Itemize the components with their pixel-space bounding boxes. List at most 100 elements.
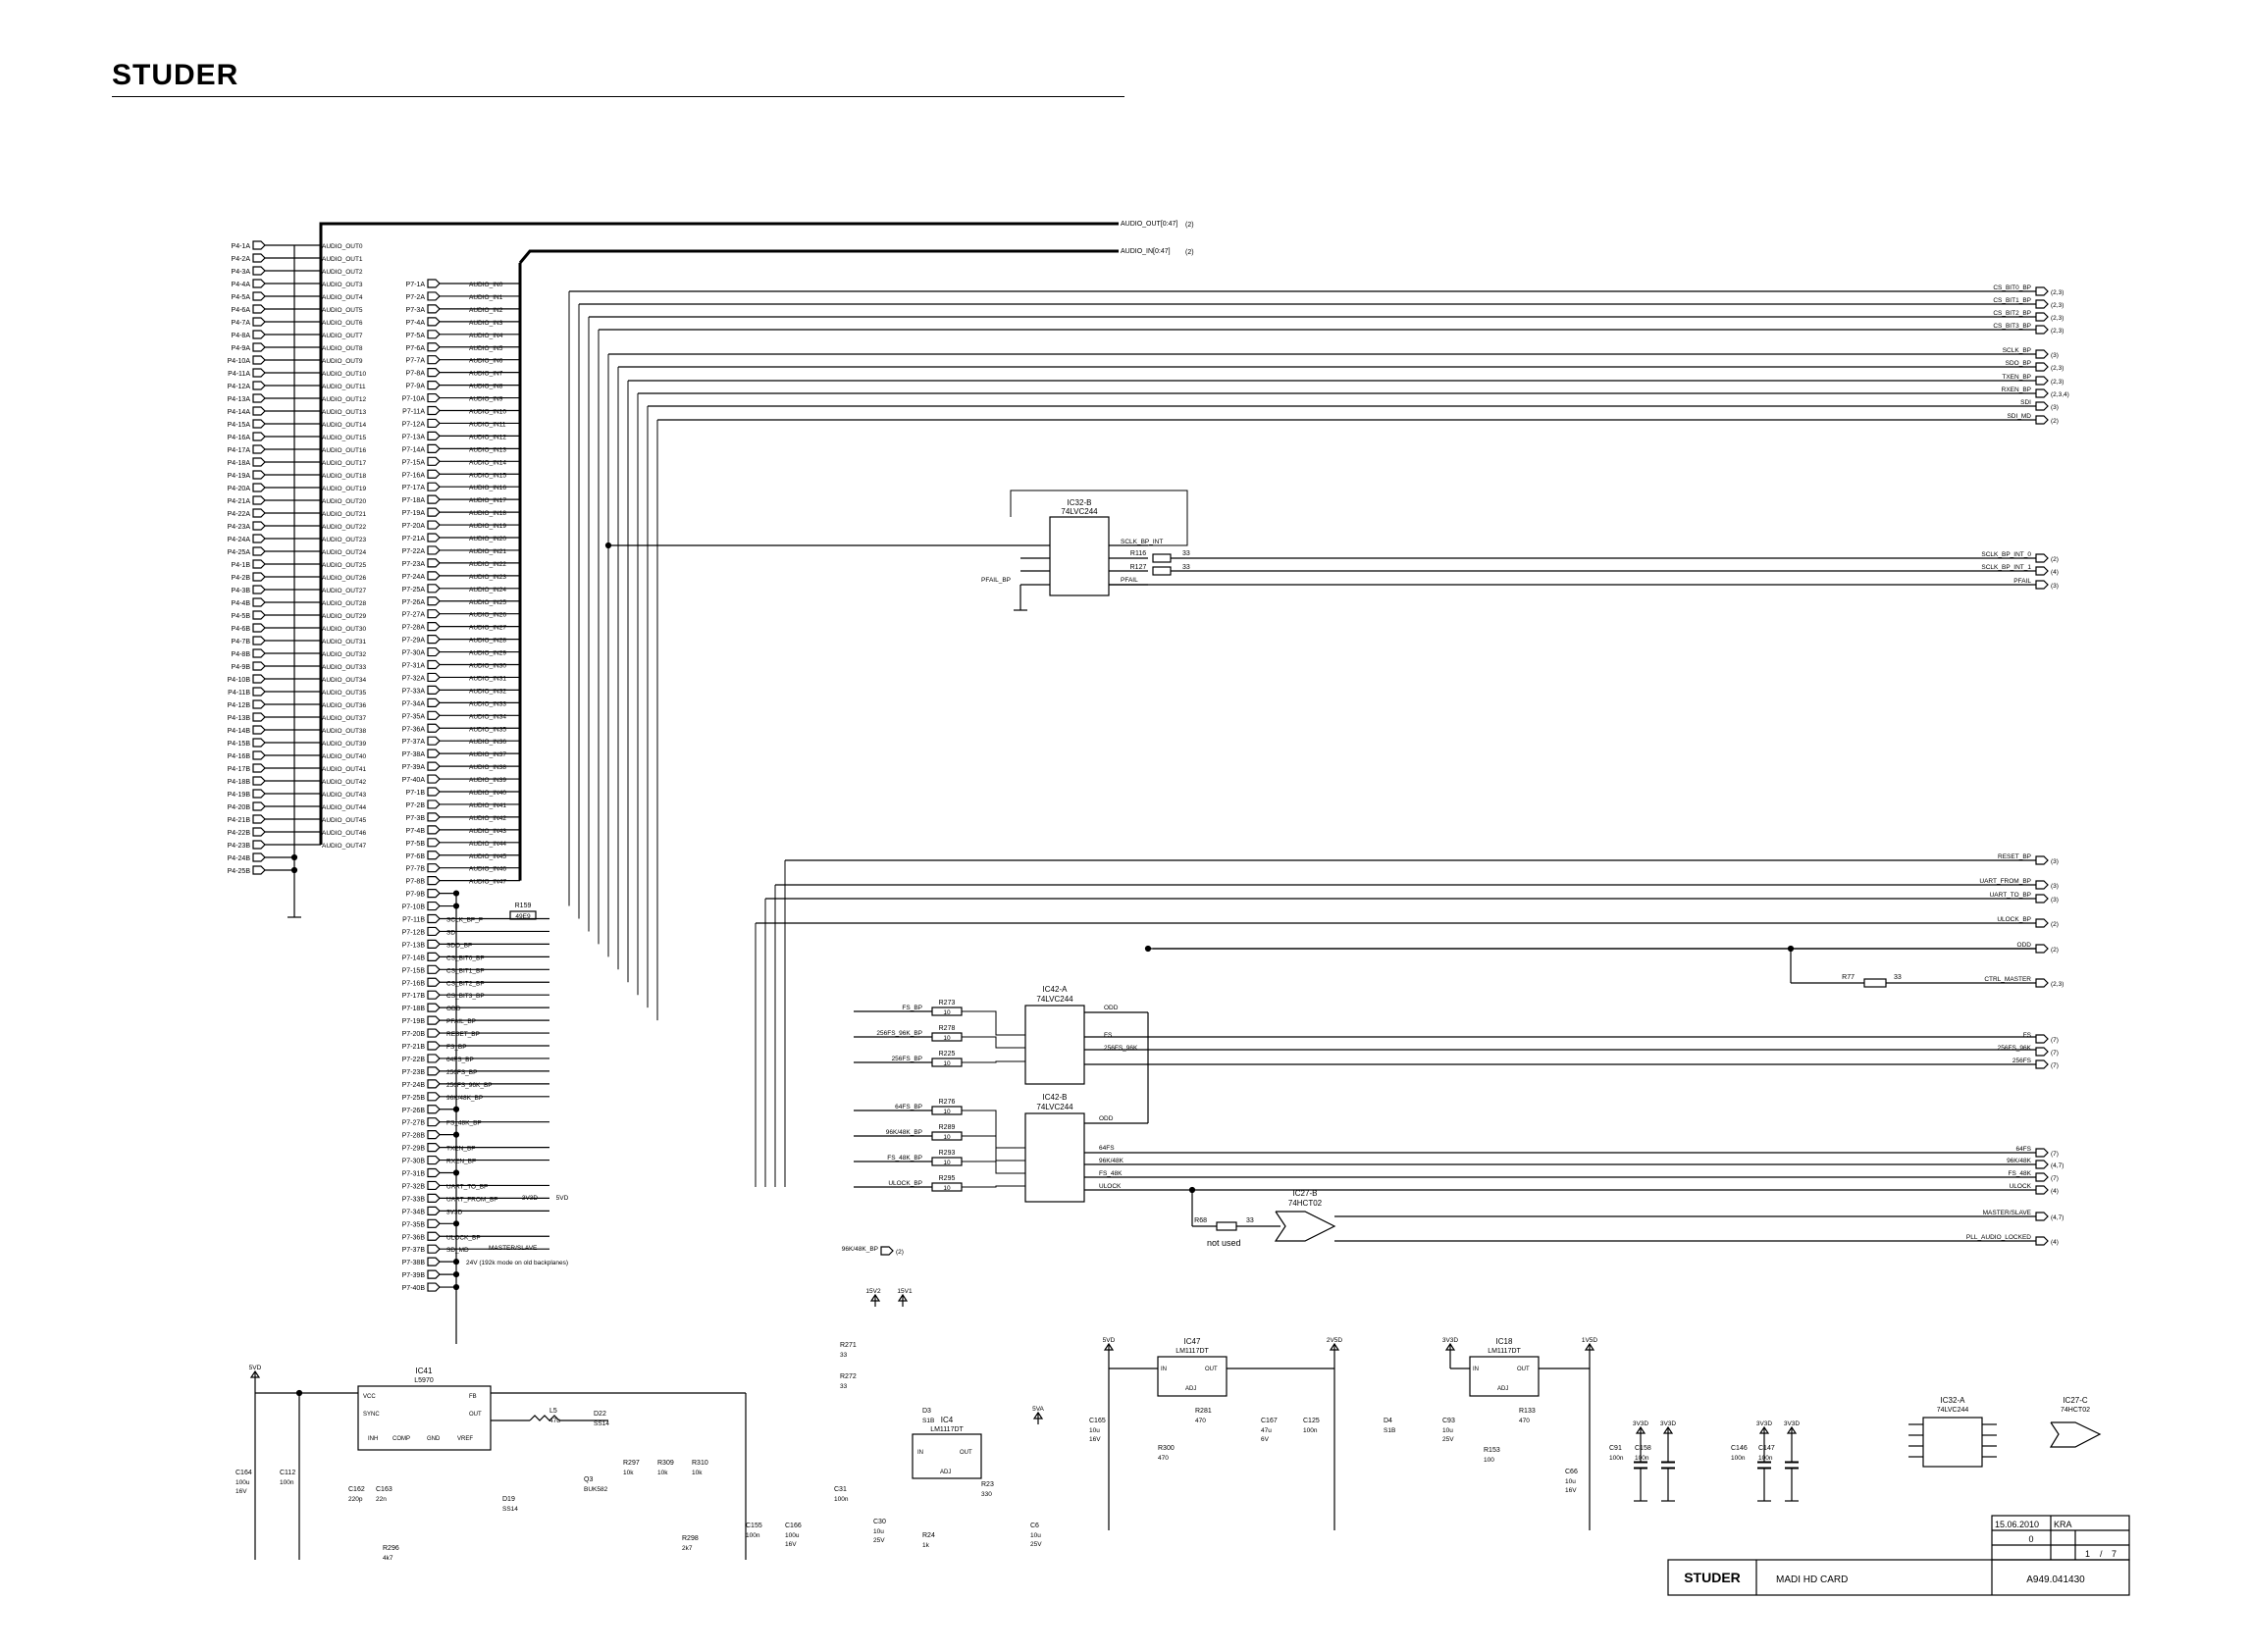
p7-pin-label: P7-27B <box>402 1120 426 1127</box>
part-value: 10u <box>1442 1427 1453 1434</box>
p7-pin-label: P7-35B <box>402 1221 426 1228</box>
connector-symbol <box>427 774 441 784</box>
p4-pin-label: P4-19B <box>228 792 251 799</box>
p7-pin-label: P7-14A <box>402 446 426 453</box>
p4-pin-label: P4-12A <box>228 384 251 390</box>
p4-pin-label: P4-11B <box>228 690 250 697</box>
signal-net: 256FS_BP <box>446 1069 477 1076</box>
output-ref: (3) <box>2051 352 2059 359</box>
p7-pin-label: P7-5A <box>406 333 426 339</box>
part-value: 470 <box>1519 1418 1530 1424</box>
part-ref: R298 <box>682 1535 699 1542</box>
connector-symbol <box>2035 401 2049 411</box>
audio-out-net: AUDIO_OUT45 <box>322 817 367 824</box>
p7-pin-label: P7-14B <box>402 955 426 961</box>
p7-pin-label: P7-2B <box>406 802 426 809</box>
output-ref: (7) <box>2051 1175 2059 1182</box>
connector-symbol <box>252 495 266 505</box>
output-net-label: FS_48K <box>2009 1170 2032 1177</box>
output-ref: (2) <box>2051 418 2059 425</box>
part-ref: R297 <box>623 1460 640 1467</box>
part-value: 100n <box>280 1479 294 1486</box>
audio-in-net: AUDIO_IN33 <box>469 700 506 707</box>
part-ref: R24 <box>922 1532 935 1539</box>
output-ref: (3) <box>2051 883 2059 890</box>
audio-out-net: AUDIO_OUT25 <box>322 562 367 569</box>
p7-pin-label: P7-34A <box>402 700 426 707</box>
connector-symbol <box>2035 944 2049 954</box>
ic42b-in-net: 64FS_BP <box>895 1104 922 1110</box>
p7-pin-label: P7-31B <box>402 1171 426 1178</box>
audio-out-net: AUDIO_OUT7 <box>322 333 363 339</box>
p7-pin-label: P7-6B <box>406 853 426 860</box>
r68-value: 33 <box>1246 1217 1254 1224</box>
junction-dot <box>452 890 460 897</box>
p4-pin-label: P4-8A <box>232 333 251 339</box>
part-ref: R296 <box>383 1545 399 1552</box>
connector-symbol <box>252 266 266 276</box>
p7-pin-label: P7-15B <box>402 967 426 974</box>
ic47-part: LM1117DT <box>1176 1348 1209 1355</box>
ic4-body <box>912 1433 982 1479</box>
audio-out-net: AUDIO_OUT30 <box>322 626 367 633</box>
connector-symbol <box>2035 880 2049 890</box>
signal-net: 256FS_96K_BP <box>446 1082 493 1089</box>
ic42b-in-net: ULOCK_BP <box>888 1180 922 1187</box>
audio-out-net: AUDIO_OUT11 <box>322 384 366 390</box>
part-ref: D22 <box>594 1411 606 1418</box>
ic18-part: LM1117DT <box>1488 1348 1521 1355</box>
connector-symbol <box>252 661 266 671</box>
junction-dot <box>452 903 460 909</box>
connector-symbol <box>252 355 266 365</box>
signal-net: SD_MD <box>446 1247 469 1254</box>
p7-pin-label: P7-13B <box>402 942 426 949</box>
part-value: 10k <box>692 1470 703 1476</box>
p4-pin-label: P4-2A <box>232 256 251 263</box>
p4-pin-label: P4-13A <box>228 396 251 403</box>
connector-symbol <box>427 1066 441 1076</box>
ldo-pin: ADJ <box>1497 1386 1508 1392</box>
ic32a-part: 74LVC244 <box>1937 1407 1969 1414</box>
audio-out-net: AUDIO_OUT24 <box>322 549 367 556</box>
ic42b-in <box>962 1110 1025 1149</box>
audio-out-net: AUDIO_OUT3 <box>322 282 363 288</box>
part-value: 100n <box>1609 1455 1624 1462</box>
power-arrow <box>1635 1425 1646 1434</box>
connector-symbol <box>427 584 441 594</box>
part-value: 330 <box>981 1491 992 1498</box>
connector-symbol <box>427 952 441 961</box>
connector-symbol <box>2035 312 2049 322</box>
audio-out-net: AUDIO_OUT4 <box>322 294 363 301</box>
output-ref: (2) <box>2051 947 2059 954</box>
p4-pin-label: P4-5A <box>232 294 251 301</box>
part-voltage: 16V <box>1089 1436 1101 1443</box>
p7-pin-label: P7-22A <box>402 548 426 555</box>
part-voltage: 6V <box>1261 1436 1270 1443</box>
connector-symbol <box>252 304 266 314</box>
part-ref: C93 <box>1442 1418 1455 1424</box>
audio-out-net: AUDIO_OUT29 <box>322 613 367 620</box>
p7-pin-label: P7-15A <box>402 459 426 466</box>
p7-pin-label: P7-39B <box>402 1272 426 1279</box>
ic42b-net: 64FS <box>1099 1145 1115 1152</box>
p7-pin-label: P7-9B <box>406 892 426 899</box>
part-ref: C163 <box>376 1486 392 1493</box>
p4-pin-label: P4-10A <box>228 358 251 365</box>
p7-pin-label: P7-19B <box>402 1018 426 1025</box>
p7-pin-label: P7-18A <box>402 497 426 504</box>
output-net-label: SCLK_BP_INT_1 <box>1981 564 2031 571</box>
output-ref: (2,3) <box>2051 289 2064 296</box>
ic18-body <box>1469 1356 1540 1397</box>
part-ref: C155 <box>746 1523 762 1529</box>
audio-in-net: AUDIO_IN43 <box>469 828 506 835</box>
connector-symbol <box>427 800 441 809</box>
p7-pin-label: P7-1A <box>406 282 426 288</box>
resistor-value: 10 <box>943 1109 951 1115</box>
p4-pin-label: P4-9B <box>232 664 251 671</box>
signal-net: FS_BP <box>446 1044 467 1051</box>
output-ref: (3) <box>2051 858 2059 865</box>
connector-symbol <box>427 1257 441 1266</box>
connector-symbol <box>252 827 266 837</box>
part-value: 100u <box>785 1532 800 1539</box>
audio-in-net: AUDIO_IN7 <box>469 371 503 378</box>
